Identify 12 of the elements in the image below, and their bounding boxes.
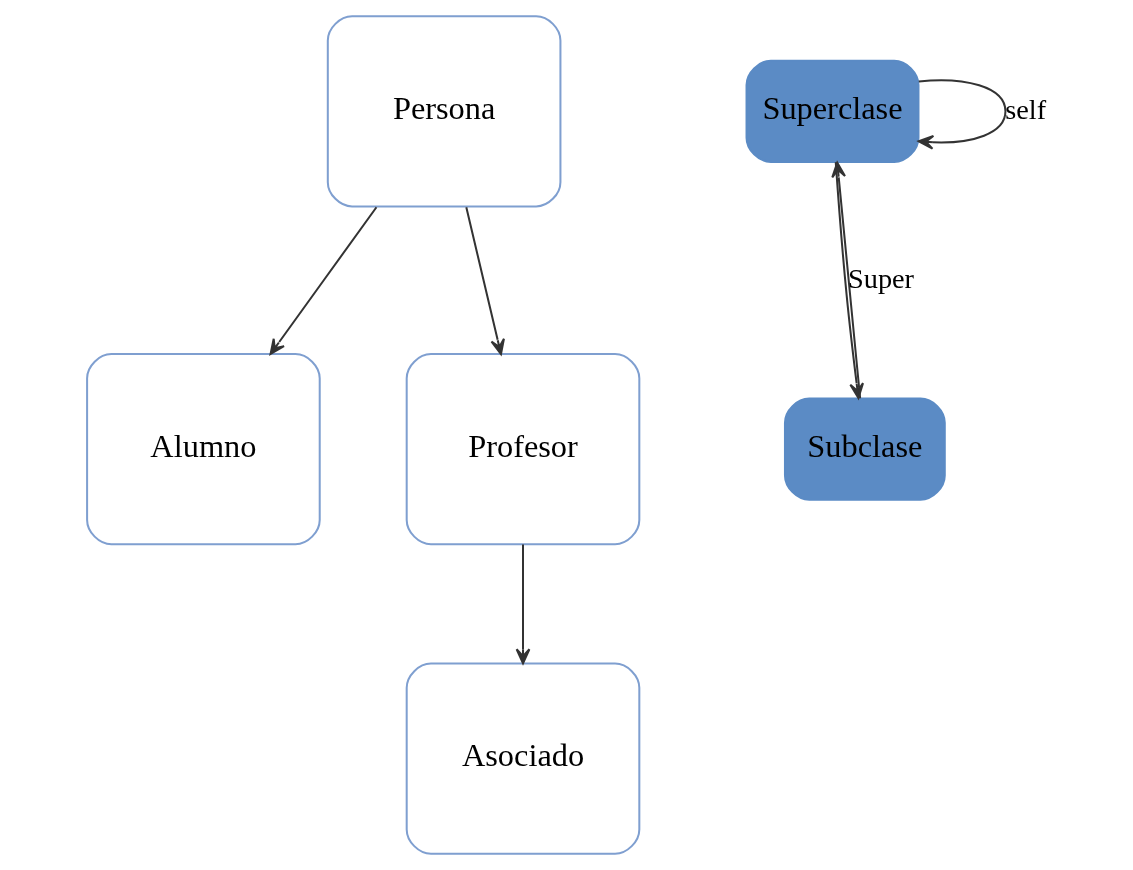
node-box: Asociado	[405, 662, 641, 855]
edge-label: Super	[848, 262, 915, 294]
node-box: Persona	[326, 15, 562, 208]
arrow	[269, 206, 378, 355]
arrow	[917, 79, 1007, 150]
node-box: Subclase	[783, 397, 946, 501]
arrow	[515, 544, 531, 665]
edge-label: self	[1005, 93, 1047, 125]
node-box: Profesor	[405, 353, 641, 546]
node-box: Alumno	[86, 353, 321, 546]
node-box: Superclase	[745, 59, 920, 163]
arrow	[465, 207, 505, 355]
